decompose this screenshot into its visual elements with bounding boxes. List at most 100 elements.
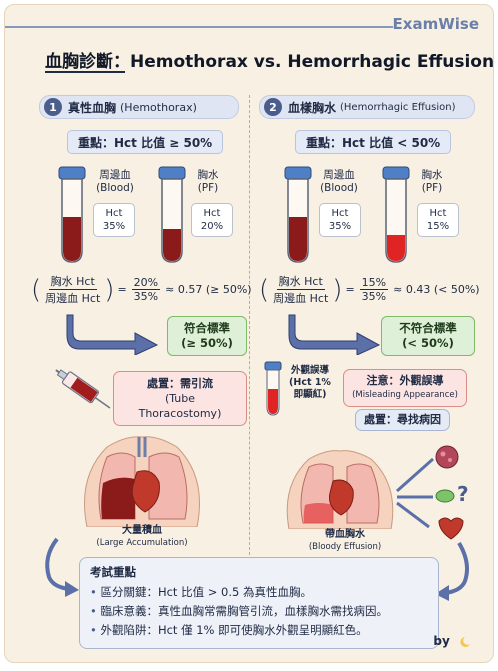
label-line: 胸水 — [197, 169, 219, 181]
verdict-line: 不符合標準 — [399, 321, 457, 335]
label-line: (PF) — [421, 182, 443, 194]
exam-summary-box: 考試重點 區分關鍵：Hct 比值 > 0.5 為真性血胸。 臨床意義：真性血胸常… — [79, 557, 439, 649]
paren-close-icon: ) — [332, 274, 343, 305]
arrow-down-right-icon — [435, 541, 469, 601]
verdict-line: 符合標準 — [184, 321, 230, 335]
brand-logo: ExamWise — [392, 15, 479, 33]
misleading-warning-badge: 注意：外觀誤導 (Misleading Appearance) — [343, 369, 467, 407]
verdict-line: (< 50%) — [402, 336, 454, 350]
moon-star-icon — [460, 636, 470, 647]
label-line: 外觀誤導 — [290, 365, 329, 376]
hct-ratio-formula: ( 胸水 Hct 周邊血 Hct ) = 20% 35% ≈ 0.57 (≥ 5… — [31, 273, 252, 306]
fraction-top: 15% — [359, 276, 389, 290]
section-hemothorax-header: 1 真性血胸 (Hemothorax) — [39, 95, 239, 119]
key-point-badge: 重點：Hct 比值 ≥ 50% — [67, 130, 224, 154]
label-line: 即顯紅) — [293, 389, 327, 400]
fraction-bottom: 35% — [133, 290, 159, 303]
paren-close-icon: ) — [104, 274, 115, 305]
equals-icon: = — [117, 283, 127, 296]
drainage-action-badge: 處置：需引流 (Tube Thoracostomy) — [113, 371, 247, 426]
section-title: 血樣胸水 — [288, 100, 337, 115]
section-subtitle: (Hemorrhagic Effusion) — [340, 101, 456, 113]
arrow-right-icon — [288, 314, 381, 355]
bubble-line: 20% — [200, 221, 224, 232]
chest-bloody-effusion-illustration — [286, 450, 394, 529]
paren-open-icon: ( — [259, 274, 270, 305]
equals-icon: = — [345, 283, 355, 296]
pf-tube-label: 胸水 (PF) — [191, 169, 225, 195]
warning-line: 注意：外觀誤導 — [366, 374, 444, 387]
ratio-result: ≈ 0.57 (≥ 50%) — [165, 283, 252, 296]
svg-text:?: ? — [457, 482, 469, 506]
hct-bubble: Hct 35% — [319, 203, 361, 237]
bubble-line: 35% — [328, 221, 352, 232]
title-underline — [45, 71, 125, 73]
section-number: 1 — [44, 98, 62, 116]
column-divider — [249, 95, 250, 555]
label-line: 周邊血 — [323, 169, 355, 181]
fraction-top: 胸水 Hct — [48, 275, 97, 290]
right-illustration-caption: 帶血胸水 (Bloody Effusion) — [295, 529, 395, 553]
arrow-down-left-icon — [45, 537, 79, 597]
label-line: (PF) — [197, 182, 219, 194]
caption-sub: (Large Accumulation) — [96, 538, 188, 548]
verdict-line: (≥ 50%) — [181, 336, 233, 350]
criteria-met-badge: 符合標準 (≥ 50%) — [167, 316, 247, 356]
section-number: 2 — [264, 98, 282, 116]
page-title: 血胸診斷：Hemothorax vs. Hemorrhagic Effusion — [45, 52, 494, 72]
bubble-line: 15% — [426, 221, 450, 232]
paren-open-icon: ( — [31, 274, 42, 305]
ratio-fraction: 胸水 Hct 周邊血 Hct — [43, 273, 102, 306]
misleading-tube-label: 外觀誤導 (Hct 1% 即顯紅) — [285, 365, 335, 401]
arrow-right-icon — [66, 314, 159, 355]
bubble-line: 35% — [102, 221, 126, 232]
hct-bubble: Hct 35% — [93, 203, 135, 237]
fraction-bottom: 周邊血 Hct — [273, 292, 329, 305]
pleural-fluid-tube-icon — [382, 166, 410, 263]
blood-tube-label: 周邊血 (Blood) — [317, 169, 361, 195]
blood-tube-label: 周邊血 (Blood) — [93, 169, 137, 195]
fraction-top: 20% — [131, 276, 161, 290]
section-subtitle: (Hemothorax) — [120, 100, 197, 114]
summary-item: 外觀陷阱：Hct 僅 1% 即可使胸水外觀呈明顯紅色。 — [90, 621, 428, 640]
value-fraction: 20% 35% — [131, 276, 161, 303]
fraction-bottom: 周邊血 Hct — [45, 292, 101, 305]
bubble-line: Hct — [105, 208, 123, 219]
signature: by — [433, 634, 471, 648]
header-rule — [5, 26, 393, 28]
label-line: 周邊血 — [99, 169, 131, 181]
hct-bubble: Hct 20% — [191, 203, 233, 237]
bubble-line: Hct — [429, 208, 447, 219]
section-title: 真性血胸 — [68, 100, 117, 115]
bubble-line: Hct — [203, 208, 221, 219]
caption-sub: (Bloody Effusion) — [308, 542, 382, 552]
ratio-fraction: 胸水 Hct 周邊血 Hct — [271, 273, 330, 306]
left-illustration-caption: 大量積血 (Large Accumulation) — [87, 525, 197, 549]
caption-main: 大量積血 — [122, 525, 162, 536]
ratio-result: ≈ 0.43 (< 50%) — [393, 283, 480, 296]
hct-ratio-formula: ( 胸水 Hct 周邊血 Hct ) = 15% 35% ≈ 0.43 (< 5… — [259, 273, 480, 306]
criteria-not-met-badge: 不符合標準 (< 50%) — [381, 316, 475, 356]
fraction-top: 胸水 Hct — [276, 275, 325, 290]
blood-tube-icon — [284, 166, 312, 263]
bubble-line: Hct — [331, 208, 349, 219]
syringe-icon — [55, 369, 111, 409]
label-line: (Blood) — [320, 182, 358, 194]
summary-item: 區分關鍵：Hct 比值 > 0.5 為真性血胸。 — [90, 583, 428, 602]
hct-bubble: Hct 15% — [417, 203, 459, 237]
fraction-bottom: 35% — [361, 290, 387, 303]
find-cause-action-badge: 處置：尋找病因 — [355, 409, 450, 431]
value-fraction: 15% 35% — [359, 276, 389, 303]
label-line: (Blood) — [96, 182, 134, 194]
causes-arrows-icon: ? — [396, 445, 469, 540]
infographic-card: ExamWise 血胸診斷：Hemothorax vs. Hemorrhagic… — [4, 4, 494, 663]
summary-item: 臨床意義：真性血胸常需胸管引流，血樣胸水需找病因。 — [90, 602, 428, 621]
red-tube-icon — [264, 361, 282, 416]
action-line: (Tube Thoracostomy) — [138, 392, 222, 420]
action-line: 處置：需引流 — [147, 377, 213, 390]
key-point-badge: 重點：Hct 比值 < 50% — [295, 130, 452, 154]
signature-text: by — [433, 634, 450, 648]
section-hemorrhagic-effusion-header: 2 血樣胸水 (Hemorrhagic Effusion) — [259, 95, 475, 119]
label-line: 胸水 — [421, 169, 443, 181]
warning-line: (Misleading Appearance) — [352, 390, 458, 400]
